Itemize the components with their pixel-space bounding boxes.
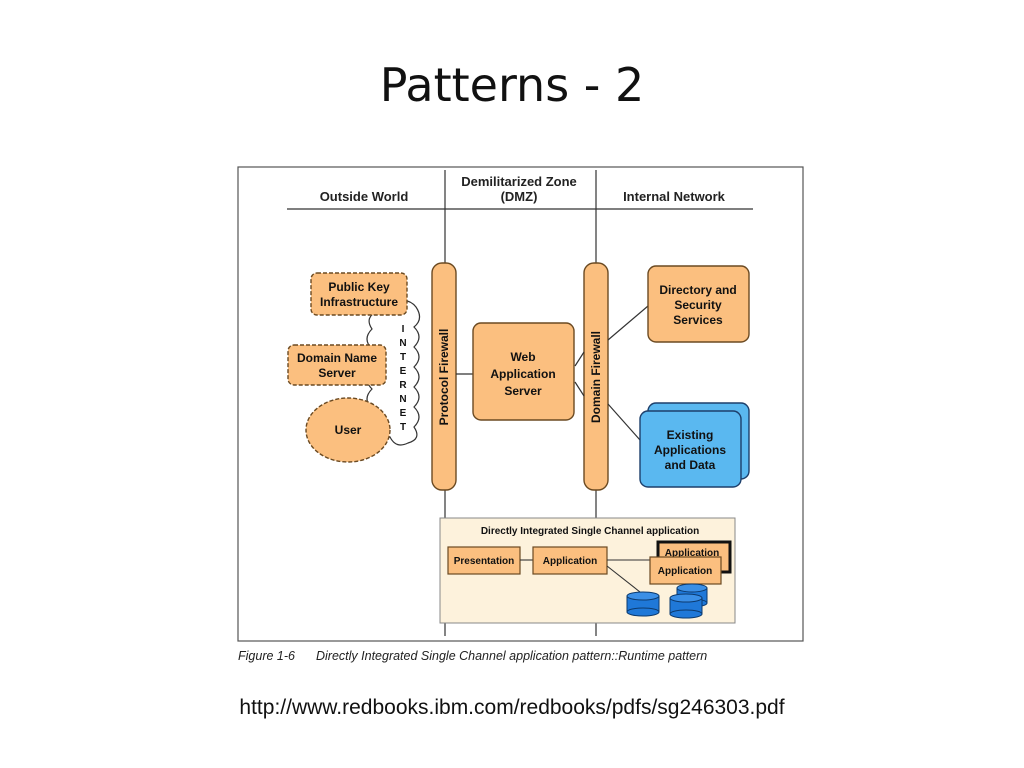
source-url: http://www.redbooks.ibm.com/redbooks/pdf… xyxy=(239,696,785,719)
internet-letter: E xyxy=(400,366,407,377)
dns-label-line1: Domain Name xyxy=(297,351,377,365)
pki-label-line1: Public Key xyxy=(328,280,390,294)
zone-internal-label: Internal Network xyxy=(623,189,726,204)
inset-application-label: Application xyxy=(543,556,597,567)
existing-label-line2: Applications xyxy=(654,443,726,457)
internet-letter: T xyxy=(400,352,406,363)
inset-presentation-box xyxy=(447,546,521,575)
connector-was-dfw-upper xyxy=(574,351,585,367)
inset-title: Directly Integrated Single Channel appli… xyxy=(481,526,699,537)
protocol-firewall xyxy=(431,262,457,491)
domain-firewall xyxy=(583,262,609,491)
internet-letter: T xyxy=(400,422,406,433)
dns-label-line2: Server xyxy=(318,366,356,380)
inset-connector-app-db xyxy=(606,565,641,593)
database-icon xyxy=(626,591,660,617)
directory-label-line3: Services xyxy=(673,313,723,327)
figure-caption-text: Directly Integrated Single Channel appli… xyxy=(316,649,707,663)
database-icon xyxy=(669,593,703,619)
zone-dmz-label-line2: (DMZ) xyxy=(501,189,538,204)
existing-label-line3: and Data xyxy=(665,458,716,472)
slide-title: Patterns - 2 xyxy=(379,58,645,112)
inset-application-back-label: Application xyxy=(665,548,719,559)
connector-was-dfw-lower xyxy=(574,381,585,397)
was-label-line1: Web xyxy=(510,350,535,364)
connector-dfw-existing xyxy=(607,403,641,441)
zone-dmz-label-line1: Demilitarized Zone xyxy=(461,174,577,189)
domain-firewall-label: Domain Firewall xyxy=(589,331,603,423)
directory-label-line2: Security xyxy=(674,298,722,312)
internet-letter: N xyxy=(399,338,406,349)
inset-application-front-label: Application xyxy=(658,566,712,577)
protocol-firewall-label: Protocol Firewall xyxy=(437,329,451,426)
figure-caption-number: Figure 1-6 xyxy=(238,649,295,663)
was-label-line3: Server xyxy=(504,384,542,398)
internet-letters: I N T E R N E T xyxy=(399,324,407,433)
inset-application-front-box xyxy=(649,556,722,585)
dns-node xyxy=(287,344,387,386)
pki-label-line2: Infrastructure xyxy=(320,295,398,309)
internet-letter: R xyxy=(399,380,407,391)
existing-apps-node xyxy=(639,410,742,488)
was-label-line2: Application xyxy=(490,367,555,381)
internet-letter: I xyxy=(402,324,405,335)
internet-letter: E xyxy=(400,408,407,419)
zone-outside-label: Outside World xyxy=(320,189,409,204)
inset-application-box xyxy=(532,546,608,575)
inset-presentation-label: Presentation xyxy=(454,556,515,567)
directory-security-node xyxy=(647,265,750,343)
user-label: User xyxy=(335,423,362,437)
internet-letter: N xyxy=(399,394,406,405)
directory-label-line1: Directory and xyxy=(659,283,736,297)
connector-dfw-directory xyxy=(607,305,649,341)
existing-label-line1: Existing xyxy=(667,428,714,442)
web-application-server xyxy=(472,322,575,421)
user-node xyxy=(305,397,391,463)
pki-node xyxy=(310,272,408,316)
